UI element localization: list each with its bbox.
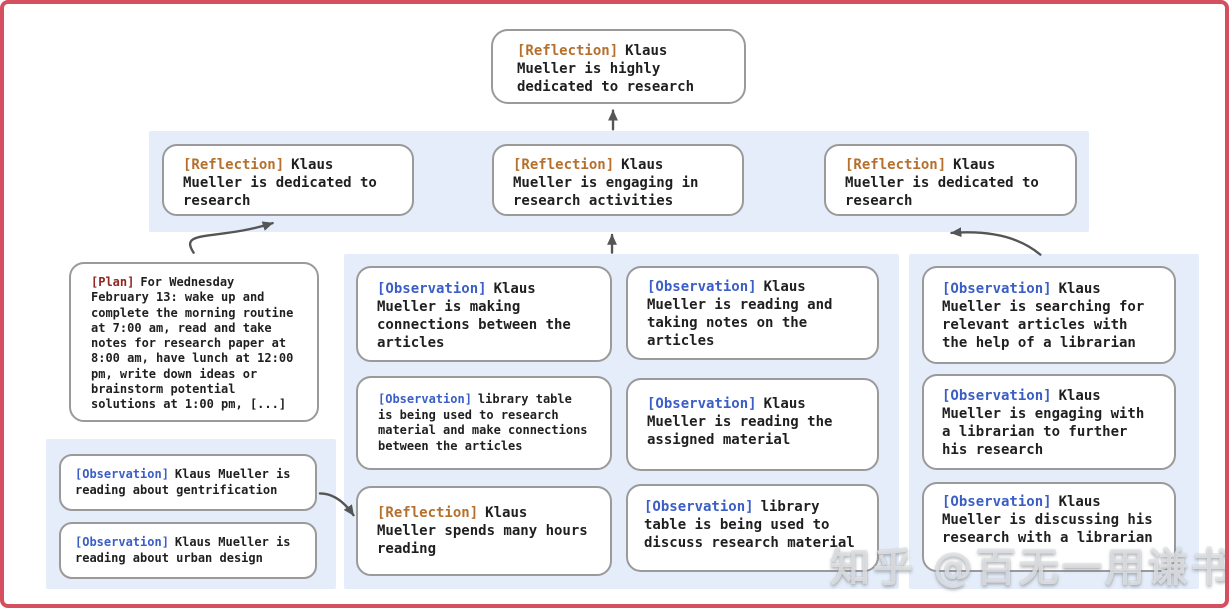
reflection-tag-label: [Reflection] — [513, 157, 615, 173]
node-text: library table is being used to discuss r… — [644, 499, 855, 551]
node-text: Klaus Mueller is making connections betw… — [377, 281, 571, 351]
reflection-tag-label: [Reflection] — [517, 43, 619, 59]
observation-tag-label: [Observation] — [377, 281, 487, 297]
node-observation-making-connections: [Observation]Klaus Mueller is making con… — [356, 266, 612, 362]
node-observation-taking-notes: [Observation]Klaus Mueller is reading an… — [626, 266, 879, 360]
node-root-reflection: [Reflection]Klaus Mueller is highly dedi… — [491, 29, 746, 104]
node-text: Klaus Mueller spends many hours reading — [377, 505, 588, 557]
plan-tag-label: [Plan] — [91, 275, 135, 289]
node-observation-urban-design: [Observation]Klaus Mueller is reading ab… — [59, 522, 317, 579]
node-observation-engaging-librarian: [Observation]Klaus Mueller is engaging w… — [922, 374, 1176, 470]
node-text: Klaus Mueller is reading and taking note… — [647, 279, 833, 349]
node-observation-gentrification: [Observation]Klaus Mueller is reading ab… — [59, 454, 317, 511]
node-text: Klaus Mueller is reading about gentrific… — [75, 467, 291, 497]
observation-tag-label: [Observation] — [942, 494, 1052, 510]
node-text: Klaus Mueller is reading about urban des… — [75, 535, 291, 565]
node-observation-library-table-discuss: [Observation]library table is being used… — [626, 484, 879, 572]
node-observation-library-table-research: [Observation]library table is being used… — [356, 376, 612, 470]
observation-tag-label: [Observation] — [647, 279, 757, 295]
node-observation-searching-articles: [Observation]Klaus Mueller is searching … — [922, 266, 1176, 364]
arrow-rightband-to-reflection3 — [950, 227, 1042, 256]
observation-tag-label: [Observation] — [644, 499, 754, 515]
node-reflection-spends-hours-reading: [Reflection]Klaus Mueller spends many ho… — [356, 486, 612, 576]
node-text: Klaus Mueller is discussing his research… — [942, 494, 1153, 546]
node-text: Klaus Mueller is dedicated to research — [183, 157, 377, 209]
node-text: Klaus Mueller is searching for relevant … — [942, 281, 1145, 351]
node-text: Klaus Mueller is reading the assigned ma… — [647, 396, 833, 448]
observation-tag-label: [Observation] — [75, 467, 169, 481]
node-text: Klaus Mueller is dedicated to research — [845, 157, 1039, 209]
node-text: library table is being used to research … — [378, 392, 588, 453]
node-observation-assigned-material: [Observation]Klaus Mueller is reading th… — [626, 378, 879, 471]
reflection-tag-label: [Reflection] — [845, 157, 947, 173]
node-reflection-dedicated-2: [Reflection]Klaus Mueller is dedicated t… — [824, 144, 1077, 216]
observation-tag-label: [Observation] — [647, 396, 757, 412]
node-observation-discussing-research: [Observation]Klaus Mueller is discussing… — [922, 482, 1176, 572]
observation-tag-label: [Observation] — [75, 535, 169, 549]
reflection-tag-label: [Reflection] — [377, 505, 479, 521]
reflection-tag-label: [Reflection] — [183, 157, 285, 173]
node-text: Klaus Mueller is engaging in research ac… — [513, 157, 699, 209]
observation-tag-label: [Observation] — [942, 388, 1052, 404]
node-text: Klaus Mueller is highly dedicated to res… — [517, 43, 695, 95]
node-text: Klaus Mueller is engaging with a librari… — [942, 388, 1145, 458]
node-plan-wednesday: [Plan]For Wednesday February 13: wake up… — [69, 262, 319, 422]
node-reflection-dedicated-1: [Reflection]Klaus Mueller is dedicated t… — [162, 144, 414, 216]
node-reflection-engaging: [Reflection]Klaus Mueller is engaging in… — [492, 144, 744, 216]
observation-tag-label: [Observation] — [942, 281, 1052, 297]
node-text: For Wednesday February 13: wake up and c… — [91, 275, 294, 412]
observation-tag-label: [Observation] — [378, 392, 472, 406]
